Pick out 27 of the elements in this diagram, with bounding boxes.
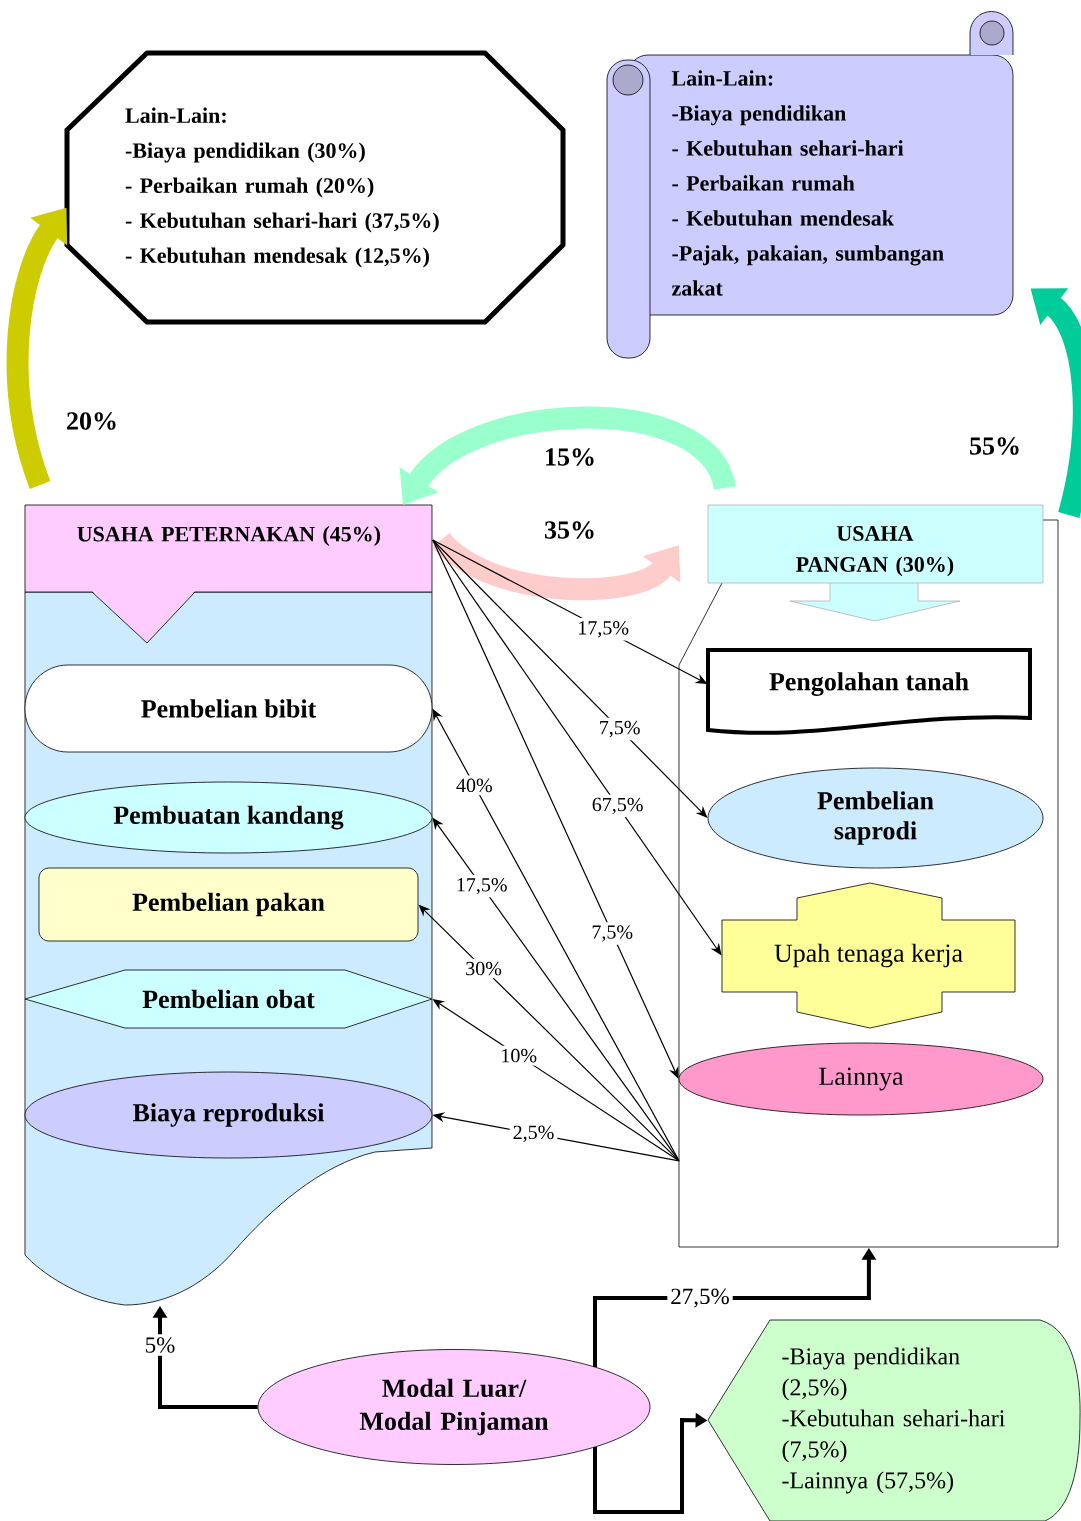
hexagon-box: Pembelian obat	[24, 969, 433, 1029]
edge-label: 7,5%	[588, 922, 637, 945]
process-box: Pembelian bibit	[24, 664, 433, 753]
edge-label: 27,5%	[667, 1285, 733, 1311]
node-label: USAHA PETERNAKAN (45%)	[77, 526, 381, 547]
process-box: Pembelian pakan	[38, 867, 419, 942]
edge-label: 55%	[966, 434, 1024, 458]
pentagon-box: -Biaya pendidikan (2,5%) -Kebutuhan sehari-hari (7,5%) -Lainnya (57,5%)	[707, 1319, 1081, 1521]
edge-label: 30%	[462, 958, 505, 979]
edge-label: 10%	[497, 1045, 541, 1066]
edge-label: 20%	[63, 409, 121, 433]
block-arrow	[433, 532, 681, 601]
scroll-box: Lain-Lain: -Biaya pendidikan - Kebutuhan sehari-hari - Perbaikan rumah - Kebutuhan mendesak -Pajak, pakaian, sumbangan zakat	[606, 11, 1014, 359]
cross-box: Upah tenaga kerja	[721, 882, 1016, 1029]
octagon-box: Lain-Lain: -Biaya pendidikan (30%) - Perbaikan rumah (20%) - Kebutuhan sehari-hari (37,5%) - Kebutuhan mendesak (12,5%)	[64, 50, 566, 325]
edge-label: 67,5%	[588, 794, 647, 818]
edge-label: 15%	[541, 445, 599, 469]
edge-label: 17,5%	[574, 618, 632, 641]
document-box: Pengolahan tanah	[706, 648, 1032, 735]
edge-label: 35%	[541, 518, 599, 542]
edge-label: 2,5%	[509, 1122, 558, 1145]
edge-label: 5%	[141, 1334, 179, 1356]
arrow	[432, 539, 708, 818]
arrow	[432, 539, 679, 1079]
edge-label: 17,5%	[452, 875, 511, 898]
edge-label: 40%	[453, 775, 496, 796]
edge-label: 7,5%	[595, 717, 644, 741]
